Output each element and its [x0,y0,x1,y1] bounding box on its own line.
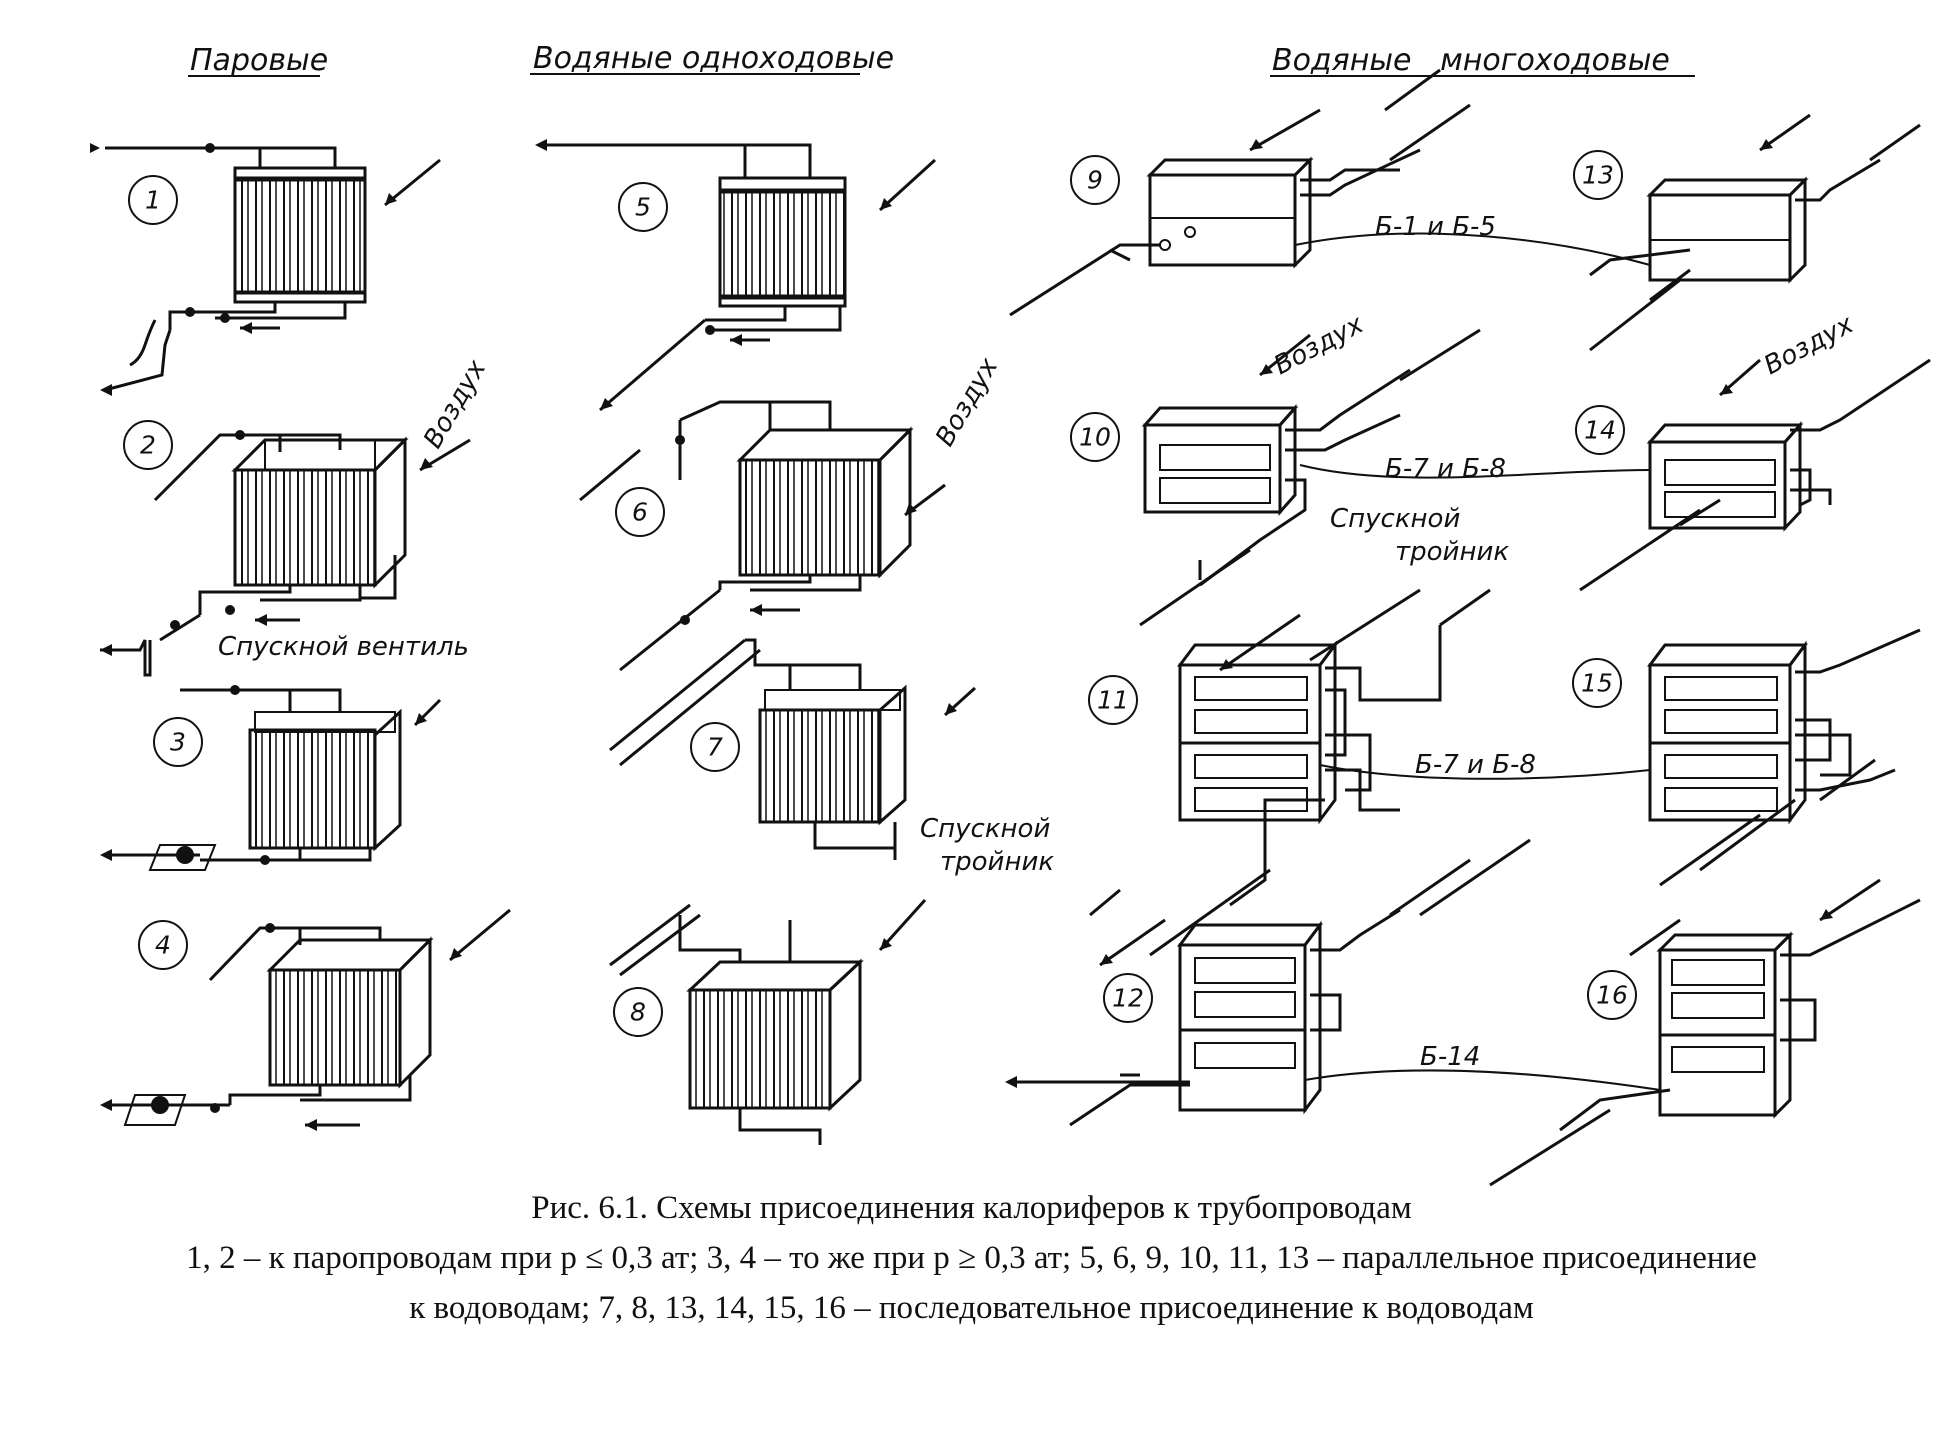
figure-caption-line2: 1, 2 – к паропроводам при р ≤ 0,3 ат; 3,… [186,1240,1757,1276]
pipe-link-label: Б-1 и Б-5 [1375,212,1496,242]
scheme-6: 6 Воздух [579,353,1005,672]
scheme-number-circle [128,175,178,225]
scheme-9: 9 [1009,68,1471,317]
scheme-number-circle [1103,973,1153,1023]
heater-body [1143,423,1282,514]
drain-tee-label: тройник [940,847,1054,877]
air-direction-label: Воздух [1759,309,1859,381]
scheme-number: 15 [1581,669,1613,698]
scheme-number-circle [1587,970,1637,1020]
scheme-number: 12 [1112,984,1144,1013]
scheme-number-circle [1572,658,1622,708]
scheme-number: 2 [140,431,156,460]
scheme-number: 10 [1079,423,1111,452]
scheme-number-circle [123,420,173,470]
air-direction-label: Воздух [1269,309,1369,381]
scheme-number: 6 [632,498,648,527]
scheme-number: 13 [1582,161,1614,190]
heater-body [1648,440,1787,530]
header-water-multi-pass: Водяные многоходовые [1272,43,1670,78]
heater-body [233,468,377,587]
scheme-number-circle [615,487,665,537]
scheme-number: 11 [1097,686,1129,715]
scheme-2: 2 Воздух Спускной вентиль [100,355,493,677]
figure-caption-title: Рис. 6.1. Схемы присоединения калориферо… [531,1190,1412,1226]
scheme-number-circle [690,722,740,772]
scheme-3: 3 [100,685,442,871]
heater-body [688,988,832,1110]
scheme-7: 7 Спускной тройник [609,638,1054,877]
scheme-15: 15 [1572,628,1921,887]
scheme-number: 3 [170,728,186,757]
drain-valve-label: Спускной вентиль [218,632,469,662]
scheme-number: 1 [145,186,161,215]
pipe-link-label: Б-7 и Б-8 [1415,750,1536,780]
scheme-number-circle [153,717,203,767]
scheme-number-circle [1575,405,1625,455]
air-direction-label: Воздух [418,355,492,454]
air-direction-label: Воздух [930,353,1004,452]
scheme-number-circle [1573,150,1623,200]
scheme-number: 8 [630,998,646,1027]
heater-body [248,728,377,850]
scheme-number-circle [613,987,663,1037]
header-water-single-pass: Водяные одноходовые [533,41,894,76]
scheme-11: 11 [1088,588,1531,957]
scheme-1: 1 [90,143,441,396]
scheme-number: 5 [635,193,651,222]
heater-body [738,458,882,577]
scheme-number: 9 [1087,166,1103,195]
scheme-number-circle [1088,675,1138,725]
scheme-8: 8 [609,898,927,1145]
heater-body [268,968,402,1087]
scheme-number-circle [138,920,188,970]
drain-tee-label: тройник [1395,537,1509,567]
drain-tee-label: Спускной [1330,504,1460,534]
header-steam: Паровые [190,43,328,78]
scheme-number-circle [618,182,668,232]
scheme-4: 4 [100,908,511,1131]
figure-caption-line3: к водоводам; 7, 8, 13, 14, 15, 16 – посл… [409,1290,1534,1326]
scheme-number-circle [1070,155,1120,205]
scheme-14: 14 Воздух [1575,309,1931,592]
scheme-number-circle [1070,412,1120,462]
scheme-5: 5 [535,139,937,412]
scheme-12: 12 [1005,858,1471,1127]
heater-body [718,188,847,300]
heater-body [1648,193,1792,282]
pipe-link-label: Б-14 [1420,1042,1480,1072]
heater-body [233,176,367,295]
scheme-16: 16 [1489,878,1921,1187]
heater-body [1148,173,1297,267]
scheme-number: 7 [707,733,723,762]
scheme-number: 16 [1596,981,1628,1010]
heater-body [758,708,882,824]
pipe-link-label: Б-7 и Б-8 [1385,454,1506,484]
scheme-10: 10 Воздух Спускной тройник [1070,309,1509,662]
scheme-13: 13 [1573,113,1921,352]
drain-tee-label: Спускной [920,814,1050,844]
scheme-number: 4 [155,931,171,960]
scheme-number: 14 [1584,416,1616,445]
